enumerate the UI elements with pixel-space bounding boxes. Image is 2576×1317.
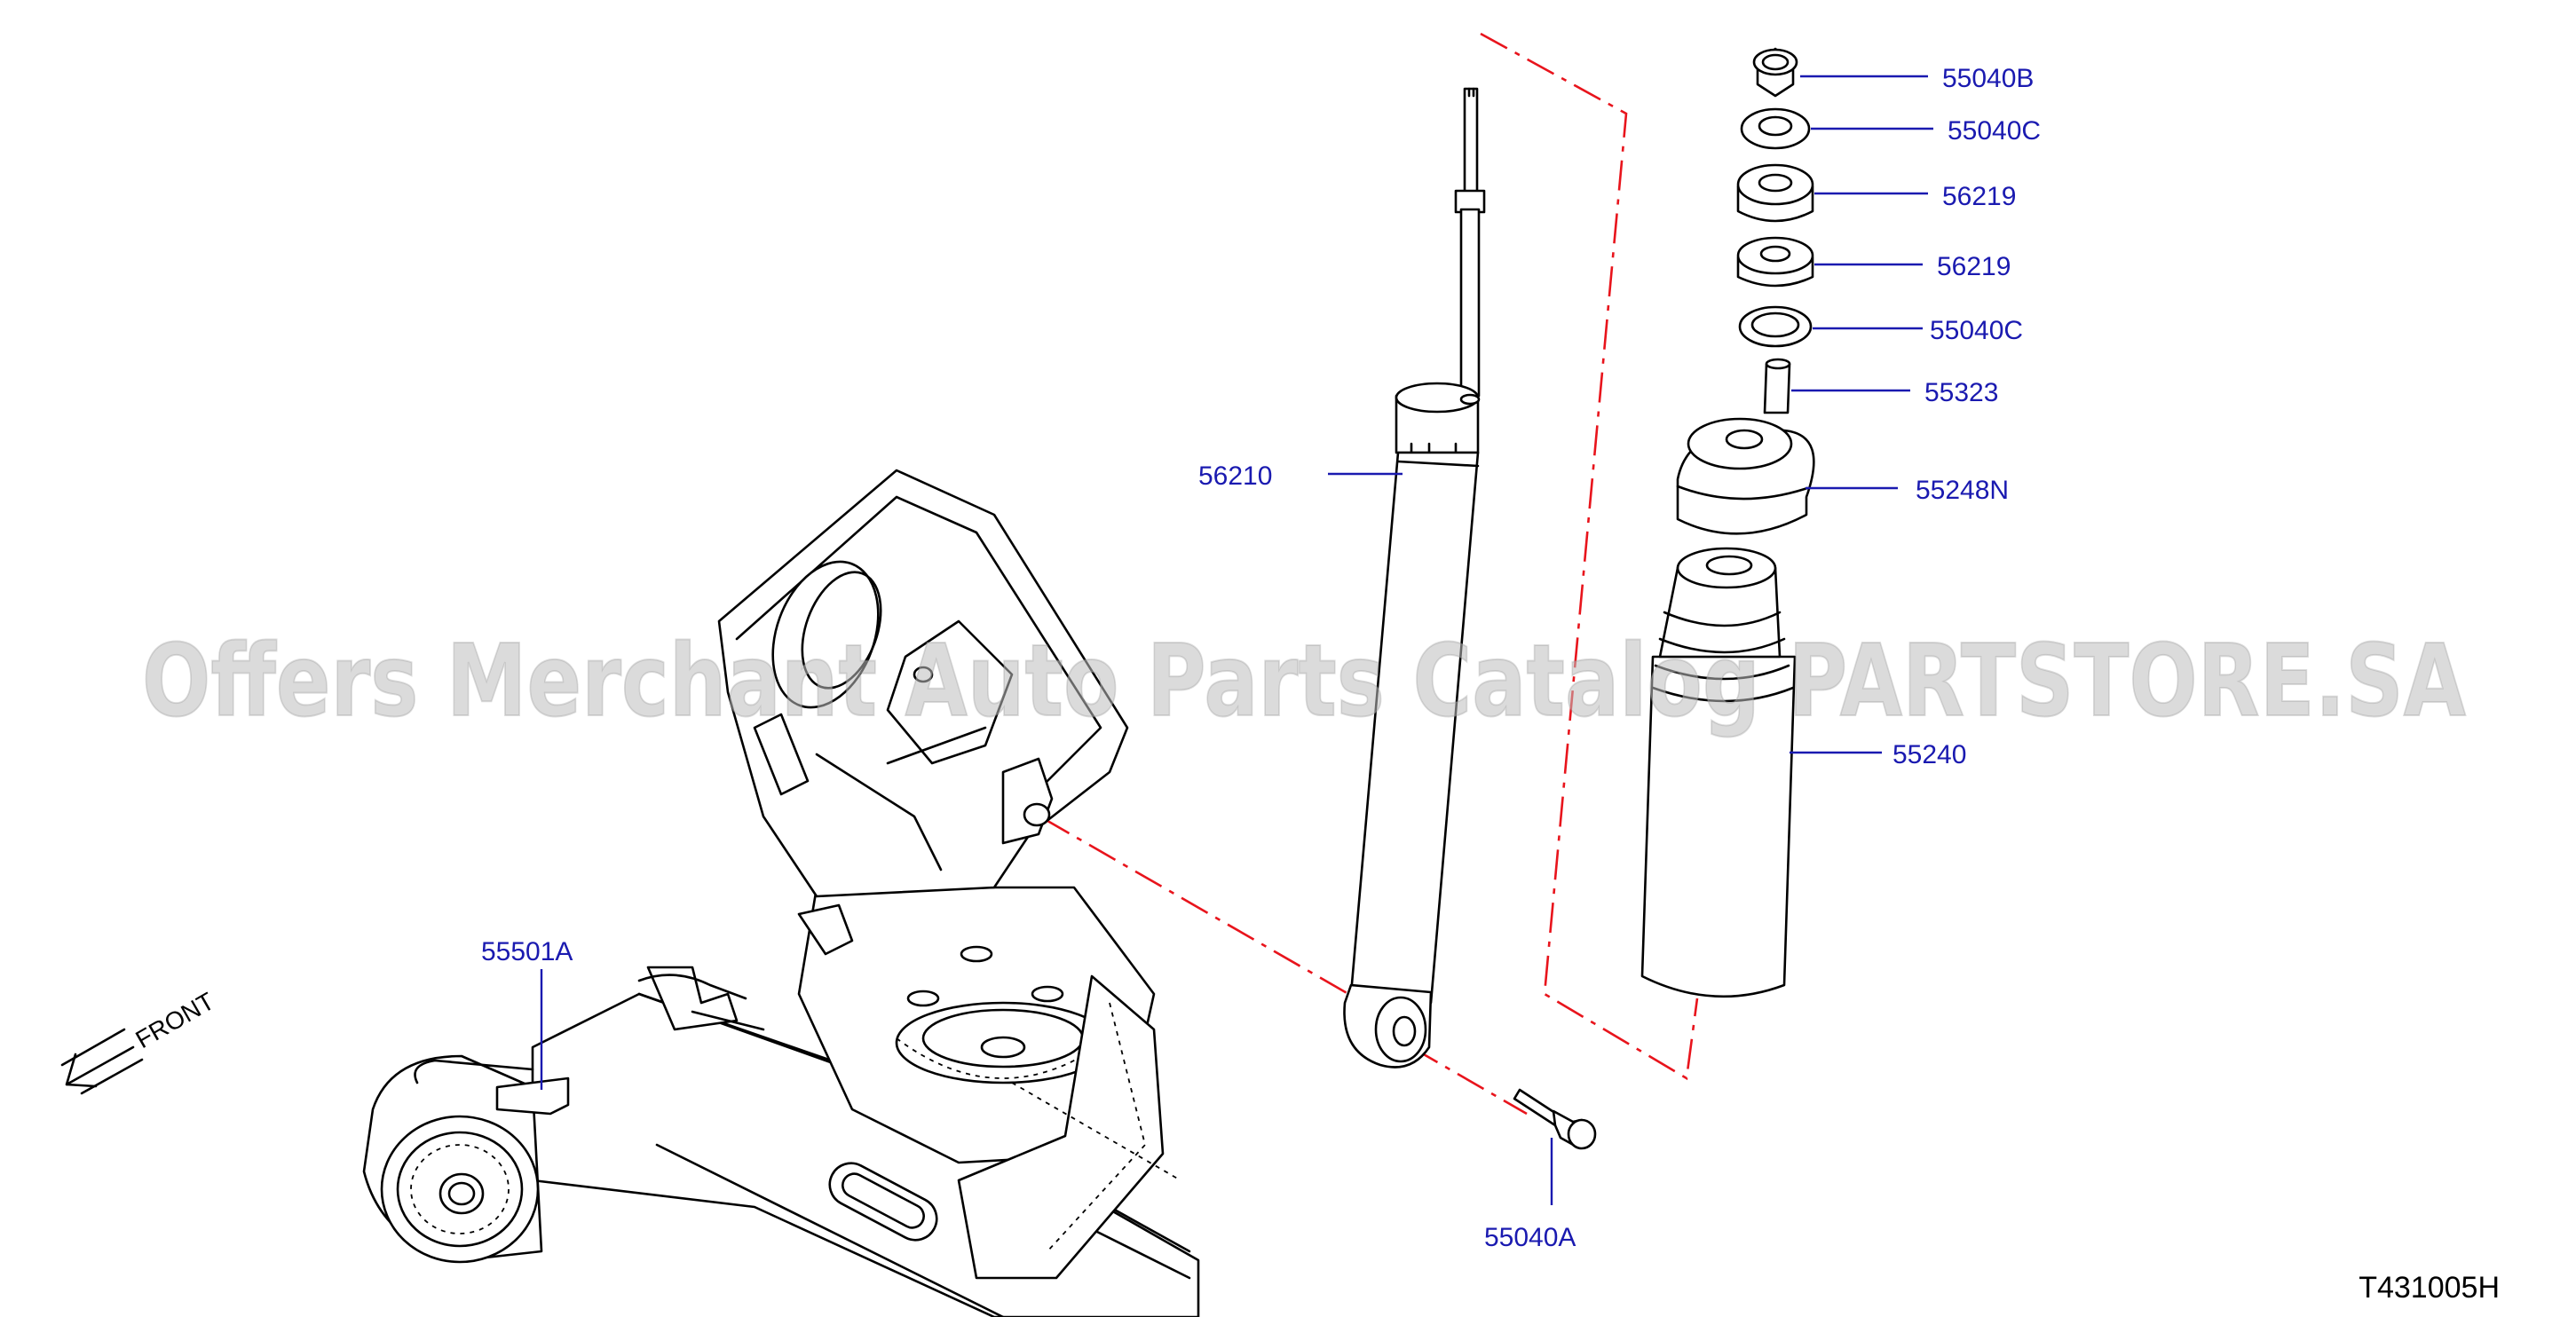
chain-line-upper (1480, 32, 1699, 1081)
dust-cap-55248N (1676, 417, 1815, 535)
shock-absorber (1343, 87, 1486, 1069)
part-label-55501A: 55501A (481, 937, 573, 966)
washer-55040C-lower (1738, 305, 1813, 348)
chain-line-bolt (1410, 1045, 1528, 1116)
axle-bushing (362, 1054, 570, 1264)
part-label-56210: 56210 (1198, 461, 1272, 491)
washer-55040C-upper (1740, 107, 1811, 150)
bushing-56219-upper (1736, 163, 1814, 223)
part-label-55040B: 55040B (1942, 64, 2034, 93)
nut-55040B (1752, 47, 1798, 98)
watermark: Offers Merchant Auto Parts Catalog PARTS… (142, 624, 2466, 739)
part-label-56219-lower: 56219 (1937, 252, 2011, 281)
leader-lines (540, 75, 1933, 1205)
drawing-id: T431005H (2359, 1271, 2500, 1305)
sleeve-55323 (1763, 358, 1791, 414)
part-label-55040A: 55040A (1484, 1223, 1576, 1252)
bump-stop-boot-55240 (1640, 547, 1797, 998)
chain-line-mount (1042, 816, 1368, 1006)
part-labels: 55040B 55040C 56219 56219 55040C 55323 5… (481, 64, 2041, 1252)
part-label-55040C-upper: 55040C (1948, 116, 2041, 146)
front-label: FRONT (131, 987, 219, 1053)
front-indicator: FRONT (60, 987, 219, 1095)
part-label-55323: 55323 (1924, 378, 1998, 407)
part-label-56219-upper: 56219 (1942, 182, 2016, 211)
bushing-56219-lower (1736, 236, 1814, 288)
part-label-55248N: 55248N (1916, 476, 2009, 505)
part-label-55240: 55240 (1892, 740, 1966, 769)
part-label-55040C-lower: 55040C (1930, 316, 2023, 345)
assembly-chain-lines (1042, 32, 1699, 1116)
bolt-55040A (1513, 1088, 1597, 1150)
rear-axle-assembly (531, 469, 1200, 1317)
